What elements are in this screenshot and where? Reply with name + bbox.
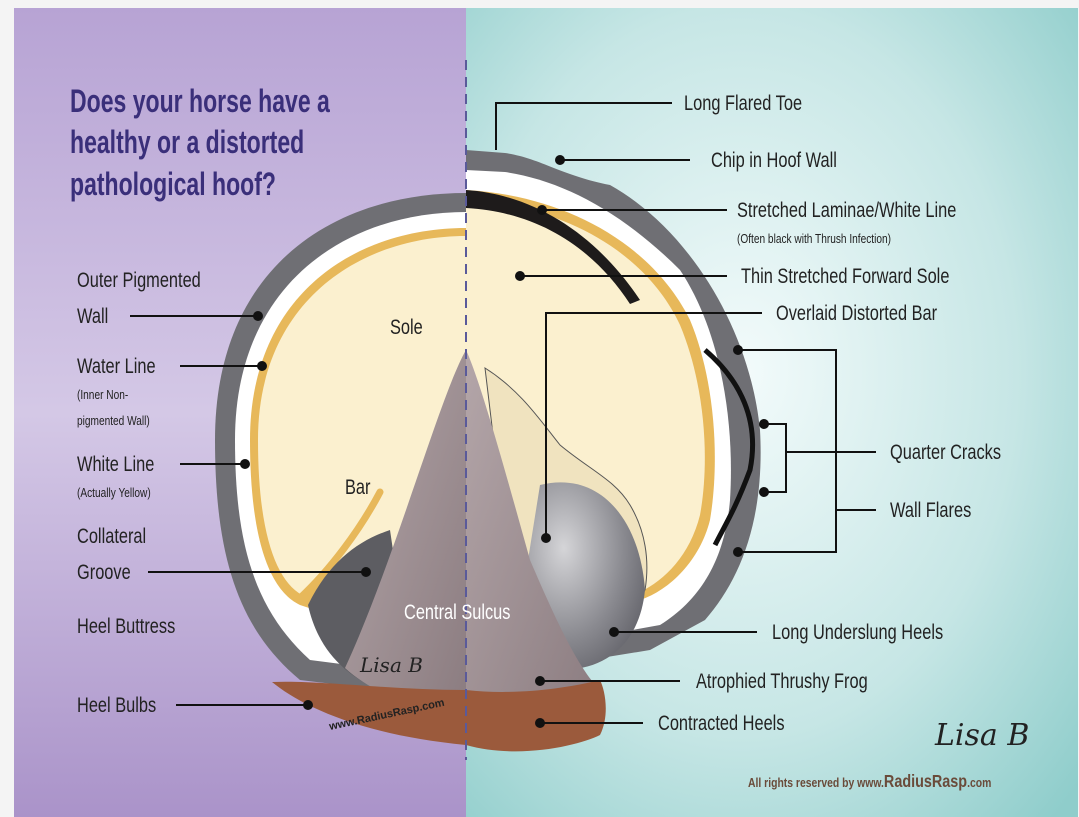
label-long-underslung-heels: Long Underslung Heels xyxy=(772,620,943,643)
label-wall-flares: Wall Flares xyxy=(890,498,971,521)
label-stretched-laminae: Stretched Laminae/White Line xyxy=(737,198,956,221)
label-water-line: Water Line xyxy=(77,354,156,377)
label-central-sulcus: Central Sulcus xyxy=(404,600,511,623)
title-line-1: Does your horse have a xyxy=(70,83,330,119)
label-bar: Bar xyxy=(345,475,370,498)
label-sole: Sole xyxy=(390,315,423,338)
label-outer-wall-1: Outer Pigmented xyxy=(77,268,201,291)
title-line-3: pathological hoof? xyxy=(70,166,276,202)
footer-rights-text: All rights reserved by www. xyxy=(748,776,884,790)
label-overlaid-distorted-bar: Overlaid Distorted Bar xyxy=(776,301,937,324)
label-chip-in-hoof-wall: Chip in Hoof Wall xyxy=(711,148,837,171)
center-signature: Lisa B xyxy=(359,653,423,677)
label-water-line-note-2: pigmented Wall) xyxy=(77,414,150,428)
title-line-2: healthy or a distorted xyxy=(70,124,304,160)
footer-brand: RadiusRasp xyxy=(884,772,967,792)
footer-tld: .com xyxy=(967,776,991,790)
label-heel-bulbs: Heel Bulbs xyxy=(77,693,156,716)
label-long-flared-toe: Long Flared Toe xyxy=(684,91,802,114)
label-white-line-note: (Actually Yellow) xyxy=(77,486,151,500)
label-stretched-note: (Often black with Thrush Infection) xyxy=(737,232,891,246)
label-collateral-2: Groove xyxy=(77,560,131,583)
label-heel-buttress: Heel Buttress xyxy=(77,614,175,637)
label-water-line-note-1: (Inner Non- xyxy=(77,388,128,402)
label-quarter-cracks: Quarter Cracks xyxy=(890,440,1001,463)
label-atrophied-frog: Atrophied Thrushy Frog xyxy=(696,669,868,692)
label-collateral-1: Collateral xyxy=(77,524,146,547)
corner-signature: Lisa B xyxy=(934,718,1029,753)
label-white-line: White Line xyxy=(77,452,154,475)
label-thin-stretched-sole: Thin Stretched Forward Sole xyxy=(741,264,949,287)
label-outer-wall-2: Wall xyxy=(77,304,108,327)
label-contracted-heels: Contracted Heels xyxy=(658,711,785,734)
